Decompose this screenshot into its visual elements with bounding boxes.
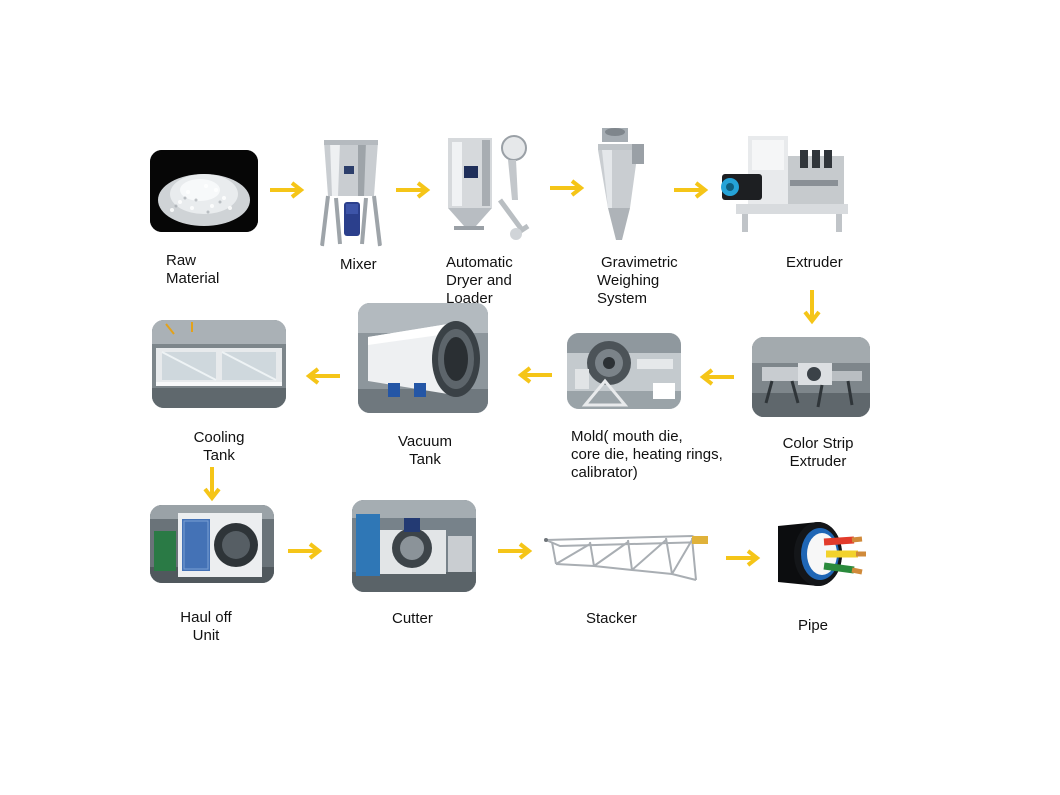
arrow-right-icon — [496, 541, 536, 561]
cooling-tank-label: Cooling Tank — [193, 429, 245, 464]
dryer-label: Automatic Dryer and Loader — [446, 254, 513, 307]
arrow-right-icon — [548, 178, 588, 198]
arrow-right-icon — [724, 548, 764, 568]
arrow-left-icon — [696, 367, 736, 387]
cutter-image — [352, 500, 476, 592]
mold-label: Mold( mouth die, core die, heating rings… — [571, 428, 723, 481]
mold-image — [567, 333, 681, 409]
arrow-right-icon — [394, 180, 434, 200]
raw-material-label: Raw Material — [166, 252, 220, 287]
arrow-left-icon — [514, 365, 554, 385]
vacuum-tank-image — [358, 303, 488, 413]
pipe-image — [778, 518, 868, 590]
mixer-label: Mixer — [340, 256, 377, 273]
arrow-right-icon — [268, 180, 308, 200]
raw-material-image — [150, 150, 258, 232]
haul-off-image — [150, 505, 274, 583]
stacker-image — [542, 524, 710, 584]
pipe-label: Pipe — [798, 617, 829, 634]
color-strip-extruder-image — [752, 337, 870, 417]
stacker-label: Stacker — [586, 610, 637, 627]
arrow-down-icon — [202, 465, 222, 505]
gravimetric-image — [592, 124, 652, 244]
arrow-left-icon — [302, 366, 342, 386]
extruder-image — [716, 126, 854, 236]
arrow-right-icon — [672, 180, 712, 200]
cooling-tank-image — [152, 320, 286, 408]
extruder-label: Extruder — [786, 254, 843, 271]
vacuum-tank-label: Vacuum Tank — [398, 433, 452, 468]
cutter-label: Cutter — [392, 610, 433, 627]
gravimetric-label: Gravimetric Weighing System — [597, 254, 678, 307]
mixer-image — [318, 138, 384, 250]
arrow-right-icon — [286, 541, 326, 561]
arrow-down-icon — [802, 288, 822, 328]
color-strip-extruder-label: Color Strip Extruder — [782, 435, 854, 470]
dryer-image — [442, 130, 532, 245]
haul-off-label: Haul off Unit — [180, 609, 232, 644]
